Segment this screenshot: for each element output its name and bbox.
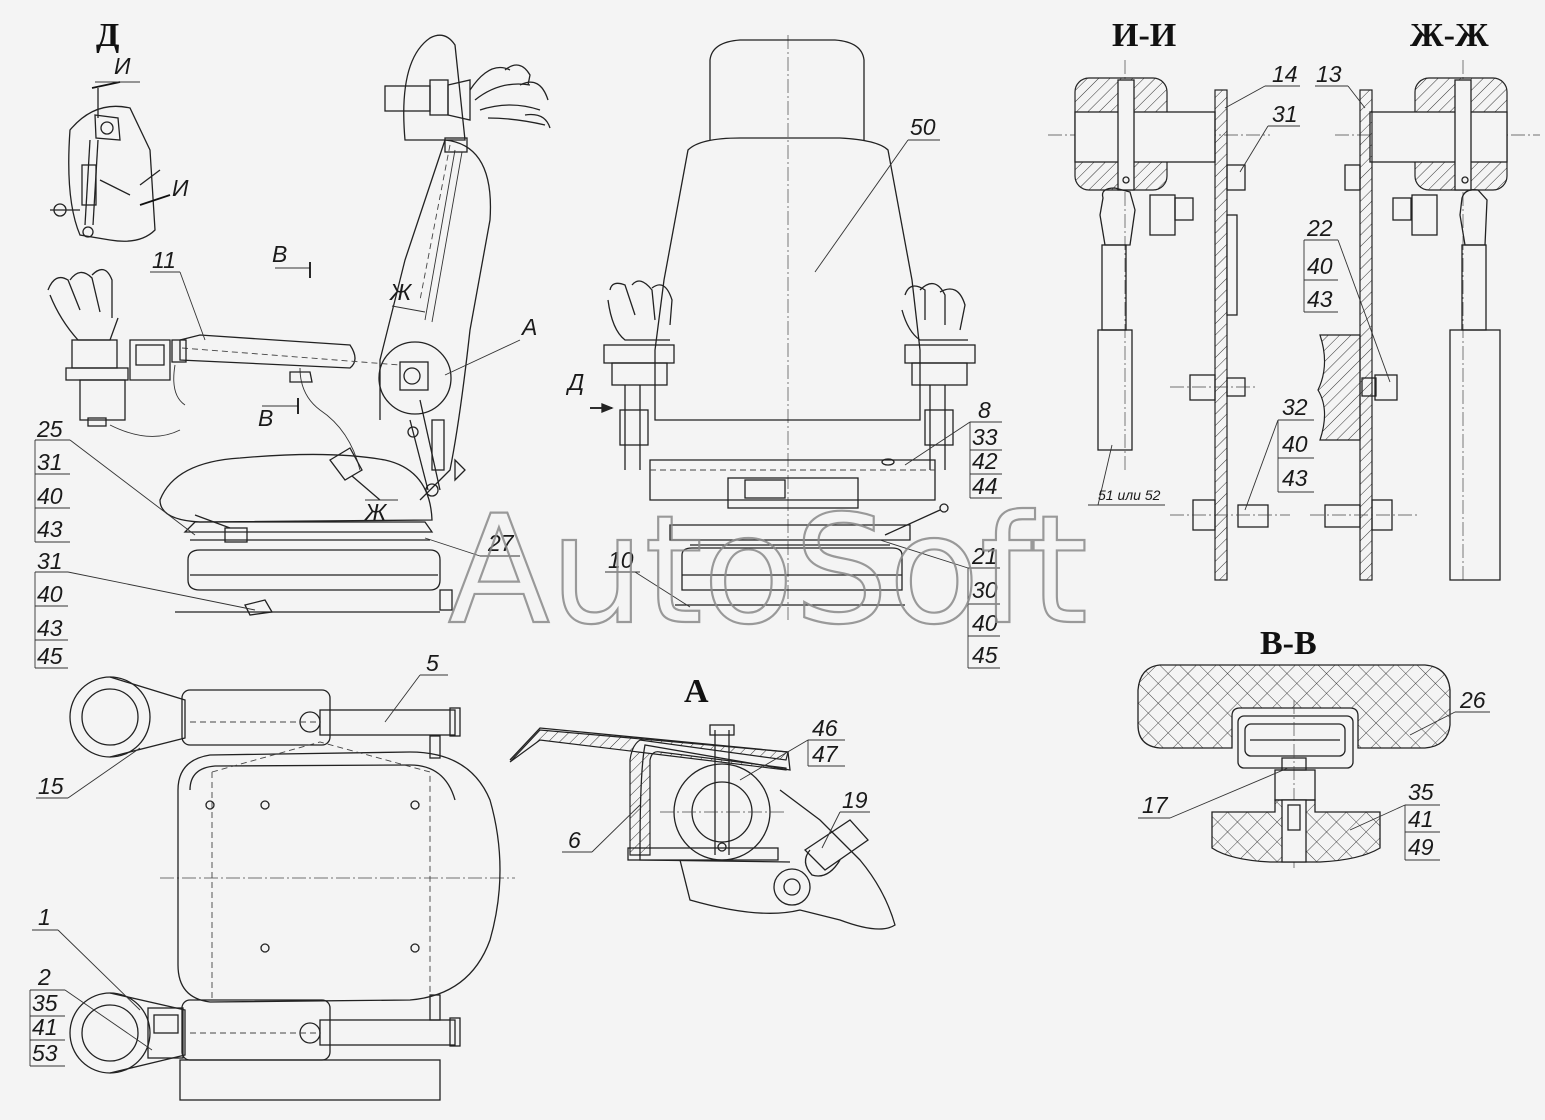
title-section-ii: И-И — [1112, 17, 1176, 54]
view-d-detail — [50, 81, 171, 242]
cut-mark-v-bottom: В — [258, 405, 273, 431]
callout-40d: 40 — [1307, 253, 1333, 279]
callout-53: 53 — [32, 1040, 58, 1066]
callout-6: 6 — [568, 827, 581, 853]
callout-22: 22 — [1306, 215, 1333, 241]
callout-8: 8 — [978, 397, 991, 423]
callout-35b: 35 — [1408, 779, 1434, 805]
callout-31b: 31 — [37, 548, 63, 574]
callout-35a: 35 — [32, 990, 58, 1016]
callout-43a: 43 — [37, 516, 63, 542]
callout-21: 21 — [971, 543, 998, 569]
callout-31c: 31 — [1272, 101, 1298, 127]
callout-30: 30 — [972, 577, 998, 603]
callout-19: 19 — [842, 787, 868, 813]
callout-32: 32 — [1282, 394, 1308, 420]
callout-40e: 40 — [1282, 431, 1308, 457]
callout-43d: 43 — [1307, 286, 1333, 312]
callout-40c: 40 — [972, 610, 998, 636]
cut-marks: И И В В Ж Ж А Д — [95, 53, 584, 525]
callout-15: 15 — [38, 773, 64, 799]
callout-5: 5 — [426, 650, 439, 676]
callout-26: 26 — [1459, 687, 1486, 713]
title-section-zhzh: Ж-Ж — [1410, 17, 1489, 54]
cut-mark-a-callout: А — [520, 314, 537, 340]
callout-40a: 40 — [37, 483, 63, 509]
callout-25: 25 — [36, 416, 63, 442]
callout-2: 2 — [37, 964, 51, 990]
section-zhzh — [1310, 60, 1540, 581]
callout-50: 50 — [910, 114, 936, 140]
section-ii — [1048, 60, 1290, 581]
callout-33: 33 — [972, 424, 998, 450]
callout-44: 44 — [972, 473, 998, 499]
callout-43b: 43 — [37, 615, 63, 641]
cut-mark-i-top: И — [114, 53, 131, 79]
callout-41b: 41 — [1408, 806, 1434, 832]
callout-1: 1 — [38, 904, 51, 930]
section-vv — [1137, 664, 1451, 870]
cut-mark-i-side: И — [172, 175, 189, 201]
title-section-vv: В-В — [1260, 625, 1317, 662]
top-view-seat — [69, 676, 515, 1101]
callout-40b: 40 — [37, 581, 63, 607]
front-view-seat — [590, 35, 976, 620]
callout-17: 17 — [1142, 792, 1169, 818]
callout-42: 42 — [972, 448, 998, 474]
callouts: 11 25 31 40 43 31 40 43 45 27 50 — [29, 61, 1490, 1067]
callout-46: 46 — [812, 715, 838, 741]
watermark: AutoSoft — [448, 484, 1088, 658]
callout-31a: 31 — [37, 449, 63, 475]
side-view-seat — [159, 34, 551, 616]
callout-47: 47 — [812, 741, 839, 767]
cut-mark-d-arrow: Д — [565, 369, 584, 395]
cut-mark-zh-bottom: Ж — [364, 499, 388, 525]
callout-10: 10 — [608, 547, 634, 573]
callout-49: 49 — [1408, 834, 1434, 860]
callout-45b: 45 — [37, 643, 63, 669]
callout-45c: 45 — [972, 642, 998, 668]
cut-mark-v-top: В — [272, 241, 287, 267]
callout-43e: 43 — [1282, 465, 1308, 491]
view-a-detail — [509, 724, 896, 930]
callout-11: 11 — [152, 247, 176, 273]
callout-13: 13 — [1316, 61, 1342, 87]
callout-41a: 41 — [32, 1014, 58, 1040]
title-view-a: А — [684, 673, 709, 710]
callout-51-52: 51 или 52 — [1098, 487, 1161, 503]
cut-mark-zh-top: Ж — [389, 279, 413, 305]
title-view-d: Д — [96, 17, 119, 54]
callout-14: 14 — [1272, 61, 1298, 87]
left-joystick — [47, 268, 181, 437]
callout-27: 27 — [487, 530, 515, 556]
